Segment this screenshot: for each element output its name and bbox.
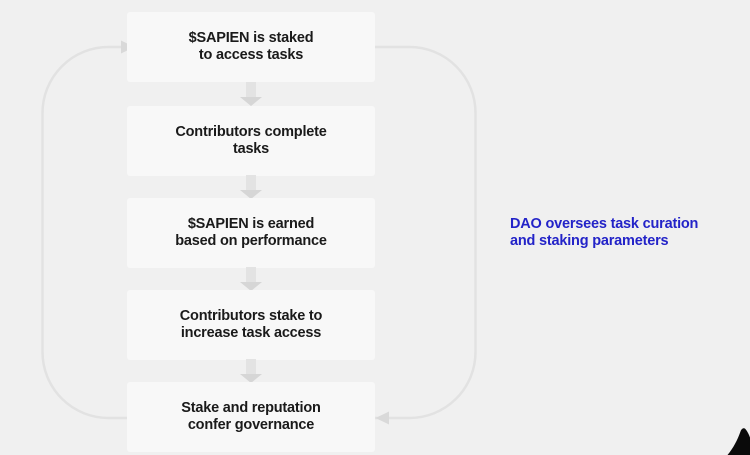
dao-annotation: DAO oversees task curation and staking p… <box>510 216 699 249</box>
flow-step-governance: Stake and reputation confer governance <box>127 382 375 452</box>
down-arrow-icon <box>240 175 262 199</box>
down-arrow-icon <box>240 267 262 291</box>
flow-step-earn-sapien: $SAPIEN is earned based on performance <box>127 198 375 268</box>
down-arrow-icon <box>240 82 262 106</box>
flow-step-label: $SAPIEN is staked to access tasks <box>188 29 314 64</box>
corner-logo-fragment <box>727 428 750 455</box>
flow-step-label: $SAPIEN is earned based on performance <box>175 215 327 250</box>
flow-step-complete-tasks: Contributors complete tasks <box>127 106 375 176</box>
loop-arrowhead-left-icon <box>375 411 389 425</box>
flow-step-stake-increase-access: Contributors stake to increase task acce… <box>127 290 375 360</box>
flow-step-label: Contributors stake to increase task acce… <box>179 307 323 342</box>
flow-step-stake-to-access: $SAPIEN is staked to access tasks <box>127 12 375 82</box>
flow-step-label: Stake and reputation confer governance <box>181 399 321 434</box>
flow-step-label: Contributors complete tasks <box>175 123 327 158</box>
down-arrow-icon <box>240 359 262 383</box>
